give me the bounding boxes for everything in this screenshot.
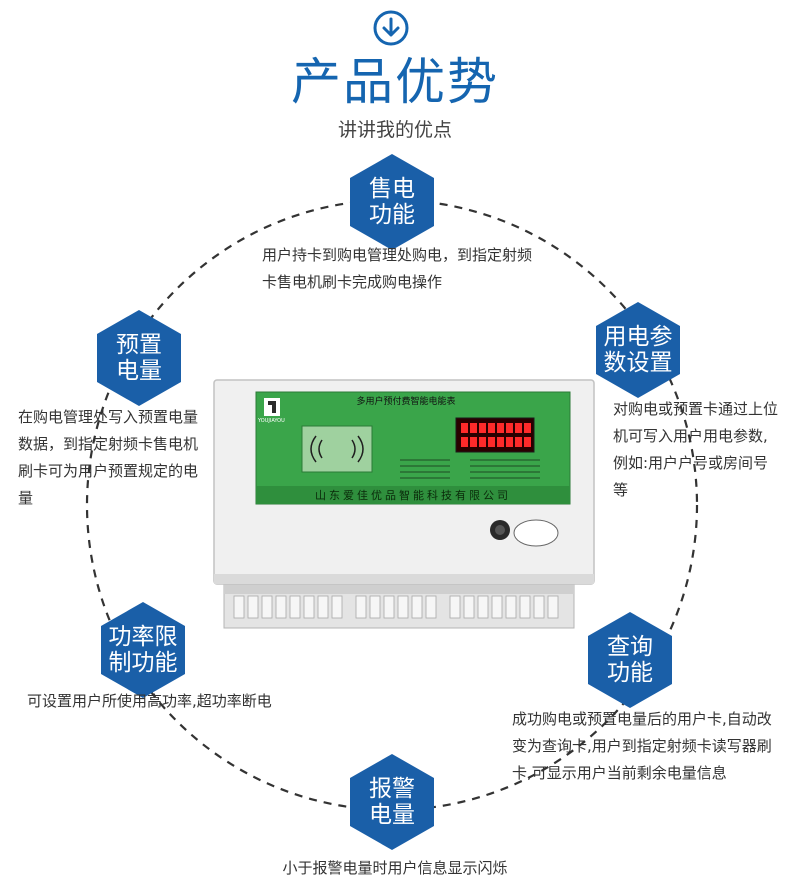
device-brand: YOUJIAYOU [258, 418, 285, 424]
feature-title-line1: 报警 [369, 776, 415, 802]
feature-title-line1: 售电 [369, 176, 415, 202]
feature-desc-alarm: 小于报警电量时用户信息显示闪烁 [282, 859, 508, 877]
feature-title-line2: 电量 [116, 358, 162, 384]
feature-title-line2: 电量 [369, 802, 415, 828]
feature-title-line2: 数设置 [603, 350, 673, 376]
feature-title-line2: 功能 [607, 660, 653, 686]
hexagon-icon [350, 154, 434, 250]
hexagon-icon [101, 602, 185, 698]
device-model-name: 多用户预付费智能电能表 [356, 397, 456, 407]
feature-desc-sell-power: 用户持卡到购电管理处购电，到指定射频卡售电机刷卡完成购电操作 [262, 246, 533, 291]
page-title: 产品优势 [291, 53, 499, 111]
feature-title-line1: 预置 [116, 332, 162, 358]
hexagon-icon [350, 754, 434, 850]
feature-hex-sell-power: 售电功能 [346, 152, 438, 252]
hexagon-icon [596, 302, 680, 398]
feature-title-line1: 功率限 [108, 624, 178, 650]
feature-desc-power-limit: 可设置用户所使用高功率,超功率断电 [27, 692, 272, 710]
page-subtitle: 讲讲我的优点 [337, 119, 452, 141]
feature-desc-query: 成功购电或预置电量后的用户卡,自动改变为查询卡,用户到指定射频卡读写器刷卡,可显… [512, 710, 772, 782]
feature-hex-preset-power: 预置电量 [93, 308, 185, 408]
feature-title-line2: 功能 [369, 202, 415, 228]
feature-desc-usage-params: 对购电或预置卡通过上位机可写入用户用电参数,例如:用户户号或房间号等 [613, 400, 779, 499]
feature-desc-preset-power: 在购电管理处写入预置电量数据，到指定射频卡售电机刷卡可为用户预置规定的电量 [18, 408, 199, 507]
feature-title-line1: 查询 [607, 634, 653, 660]
feature-hex-alarm: 报警电量 [346, 752, 438, 852]
feature-hex-power-limit: 功率限制功能 [97, 600, 189, 700]
device-manufacturer: 山东爱佳优品智能科技有限公司 [315, 489, 511, 502]
feature-title-line2: 制功能 [108, 650, 178, 676]
feature-hex-usage-params: 用电参数设置 [592, 300, 684, 400]
feature-hex-query: 查询功能 [584, 610, 676, 710]
hexagon-icon [588, 612, 672, 708]
hexagon-icon [97, 310, 181, 406]
feature-title-line1: 用电参 [603, 324, 673, 350]
meter-device-image [213, 379, 595, 629]
down-arrow-icon [373, 10, 409, 46]
